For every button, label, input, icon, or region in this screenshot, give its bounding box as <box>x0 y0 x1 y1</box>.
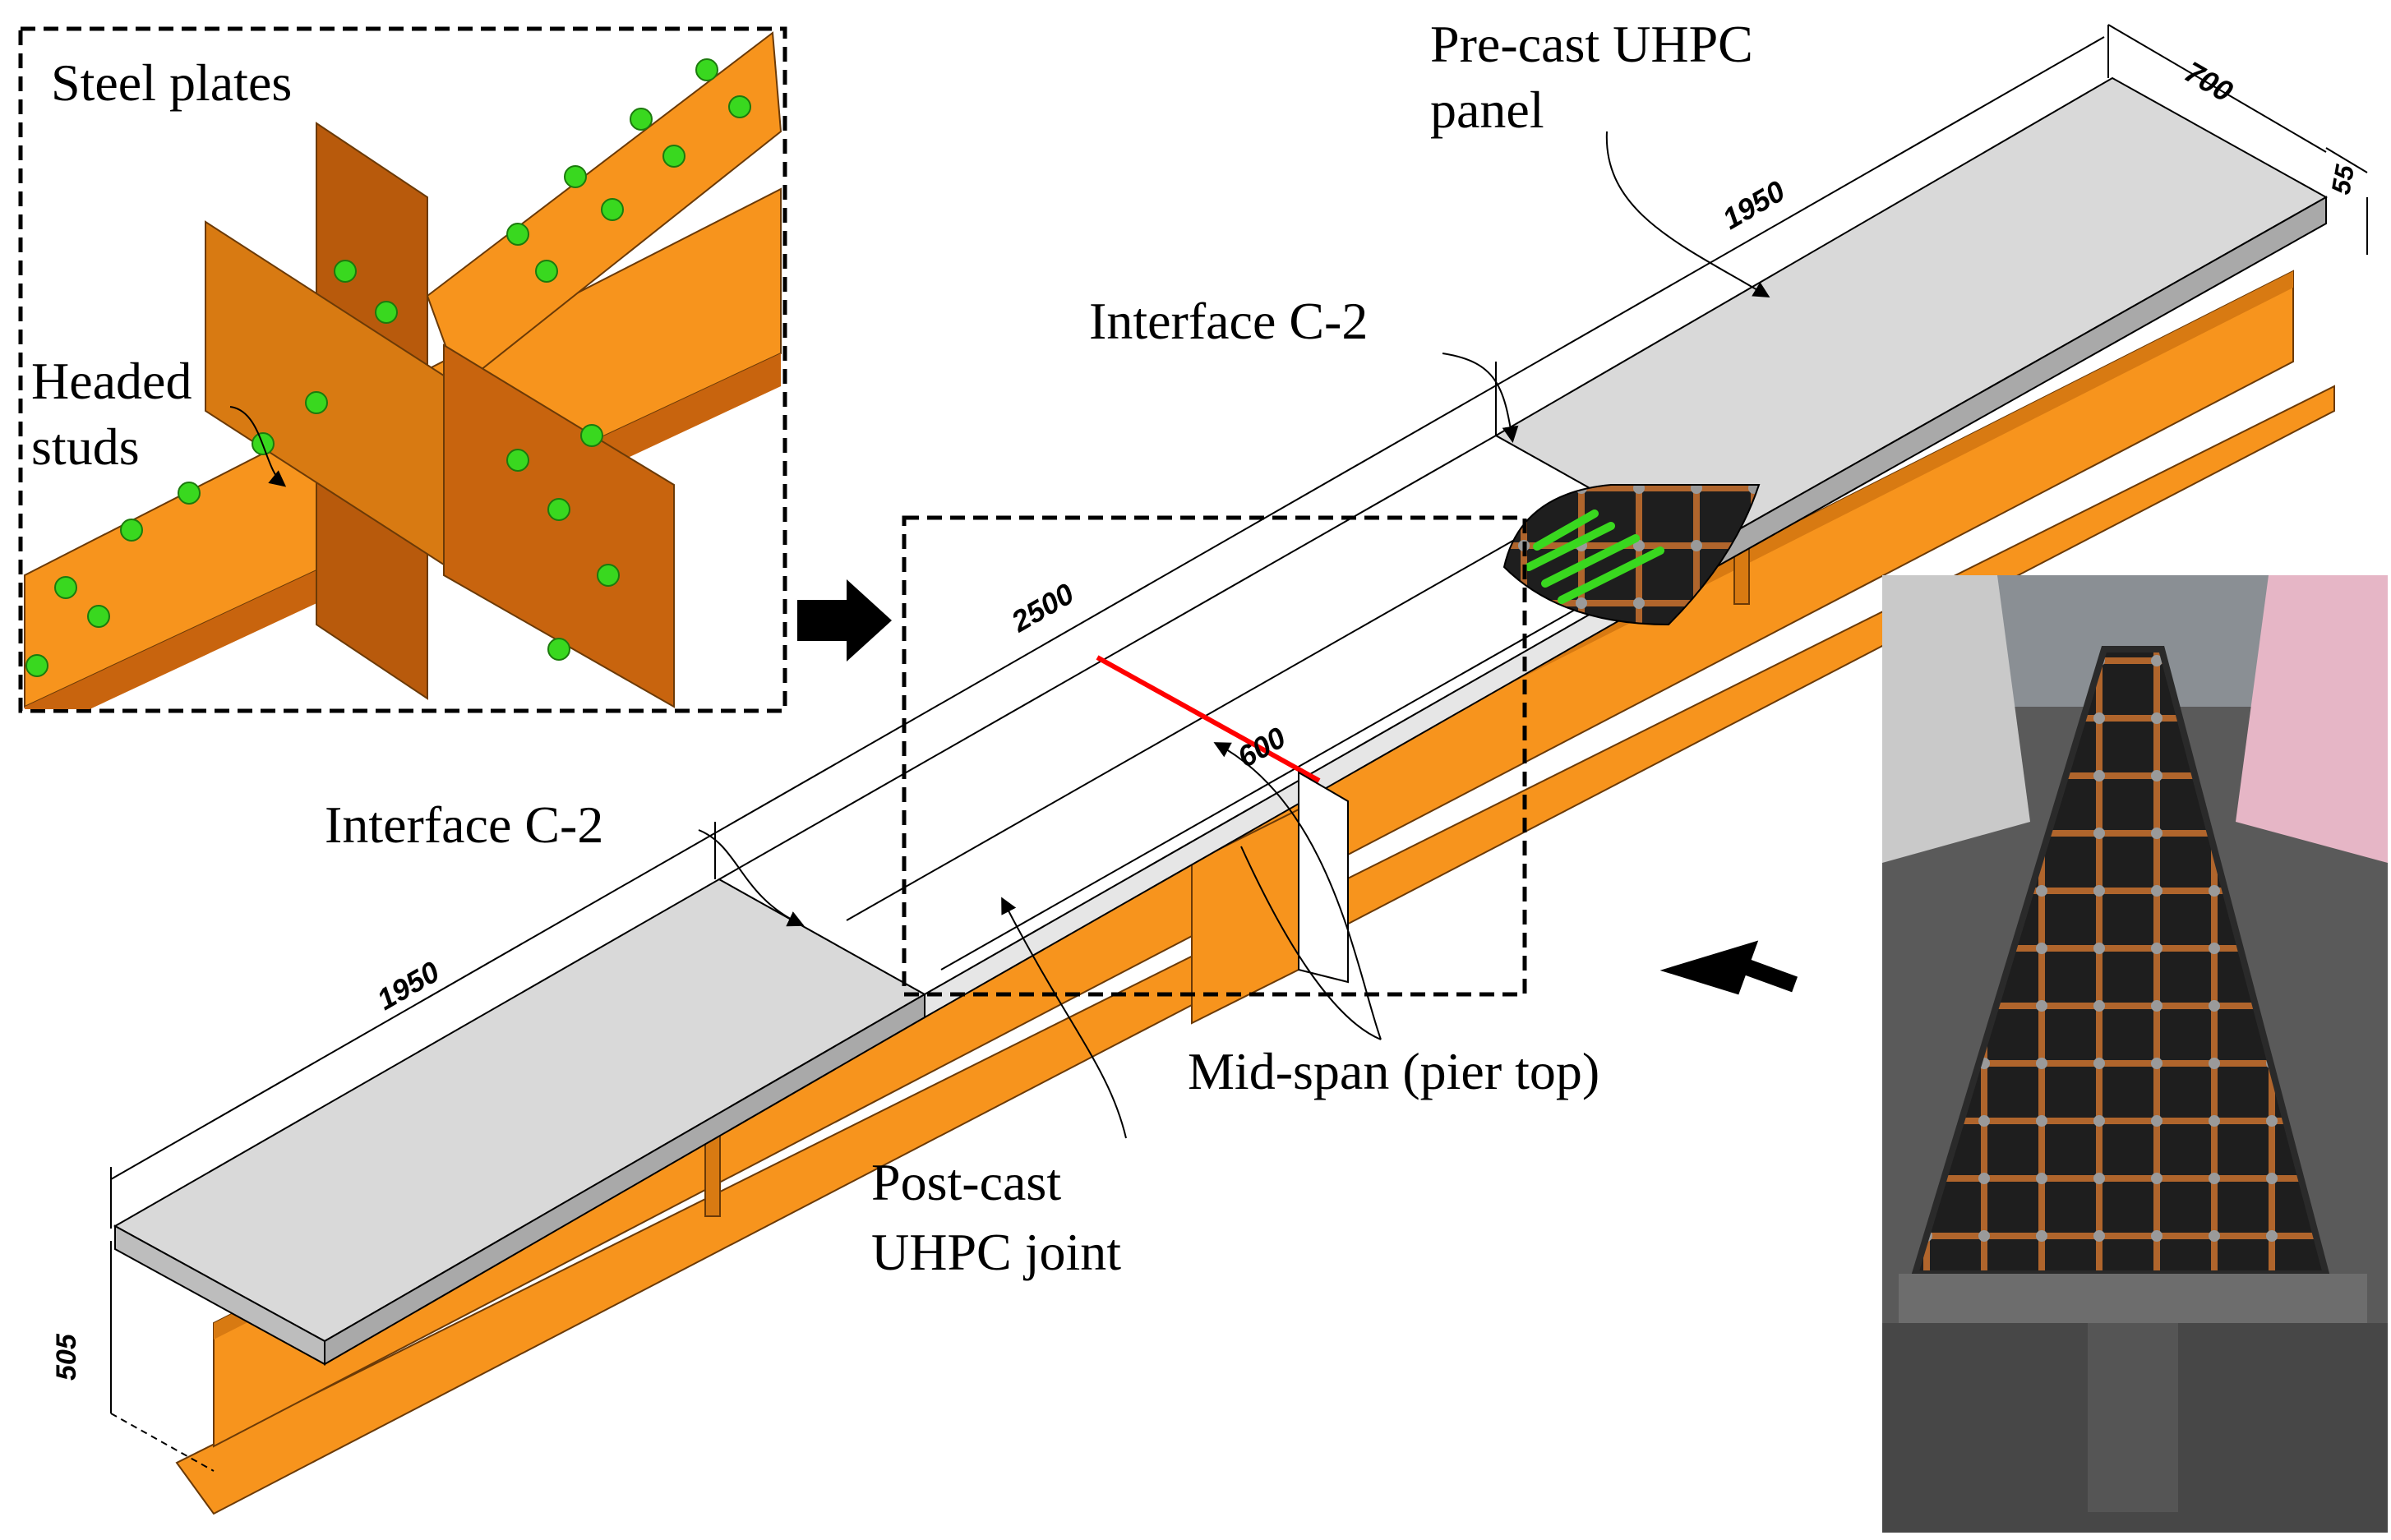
leader-lines <box>229 131 1770 1139</box>
joint-detail-box <box>902 515 1527 997</box>
dim-55: 55 <box>2325 162 2360 196</box>
dim-505: 505 <box>51 1333 82 1381</box>
label-interface-top: Interface C-2 <box>1089 292 1368 350</box>
dim-700: 700 <box>2179 54 2239 108</box>
label-studs: studs <box>31 417 140 476</box>
rebar-cutaway <box>1502 484 1761 626</box>
mid-span-marker <box>1096 655 1321 783</box>
construction-photo <box>1882 575 2388 1533</box>
post-cast-joint <box>717 434 1704 1019</box>
arrow-left-icon <box>1659 940 1798 995</box>
label-interface-left: Interface C-2 <box>325 795 603 854</box>
label-midspan: Mid-span (pier top) <box>1188 1042 1599 1100</box>
label-postcast-line2: UHPC joint <box>871 1223 1121 1281</box>
label-precast-line1: Pre-cast UHPC <box>1430 15 1753 73</box>
dim-1950-top: 1950 <box>1717 173 1791 236</box>
dim-2500: 2500 <box>1005 576 1080 639</box>
dim-1950-left: 1950 <box>372 954 445 1017</box>
label-steel-plates: Steel plates <box>51 53 292 112</box>
right-precast-panel <box>1493 76 2329 626</box>
label-precast-line2: panel <box>1430 81 1544 139</box>
label-headed: Headed <box>31 352 192 410</box>
label-postcast-line1: Post-cast <box>871 1153 1061 1211</box>
headed-studs <box>25 58 751 677</box>
detail-inset <box>18 26 787 713</box>
dimension-lines <box>110 24 2368 1472</box>
arrow-right-icon <box>797 579 892 662</box>
